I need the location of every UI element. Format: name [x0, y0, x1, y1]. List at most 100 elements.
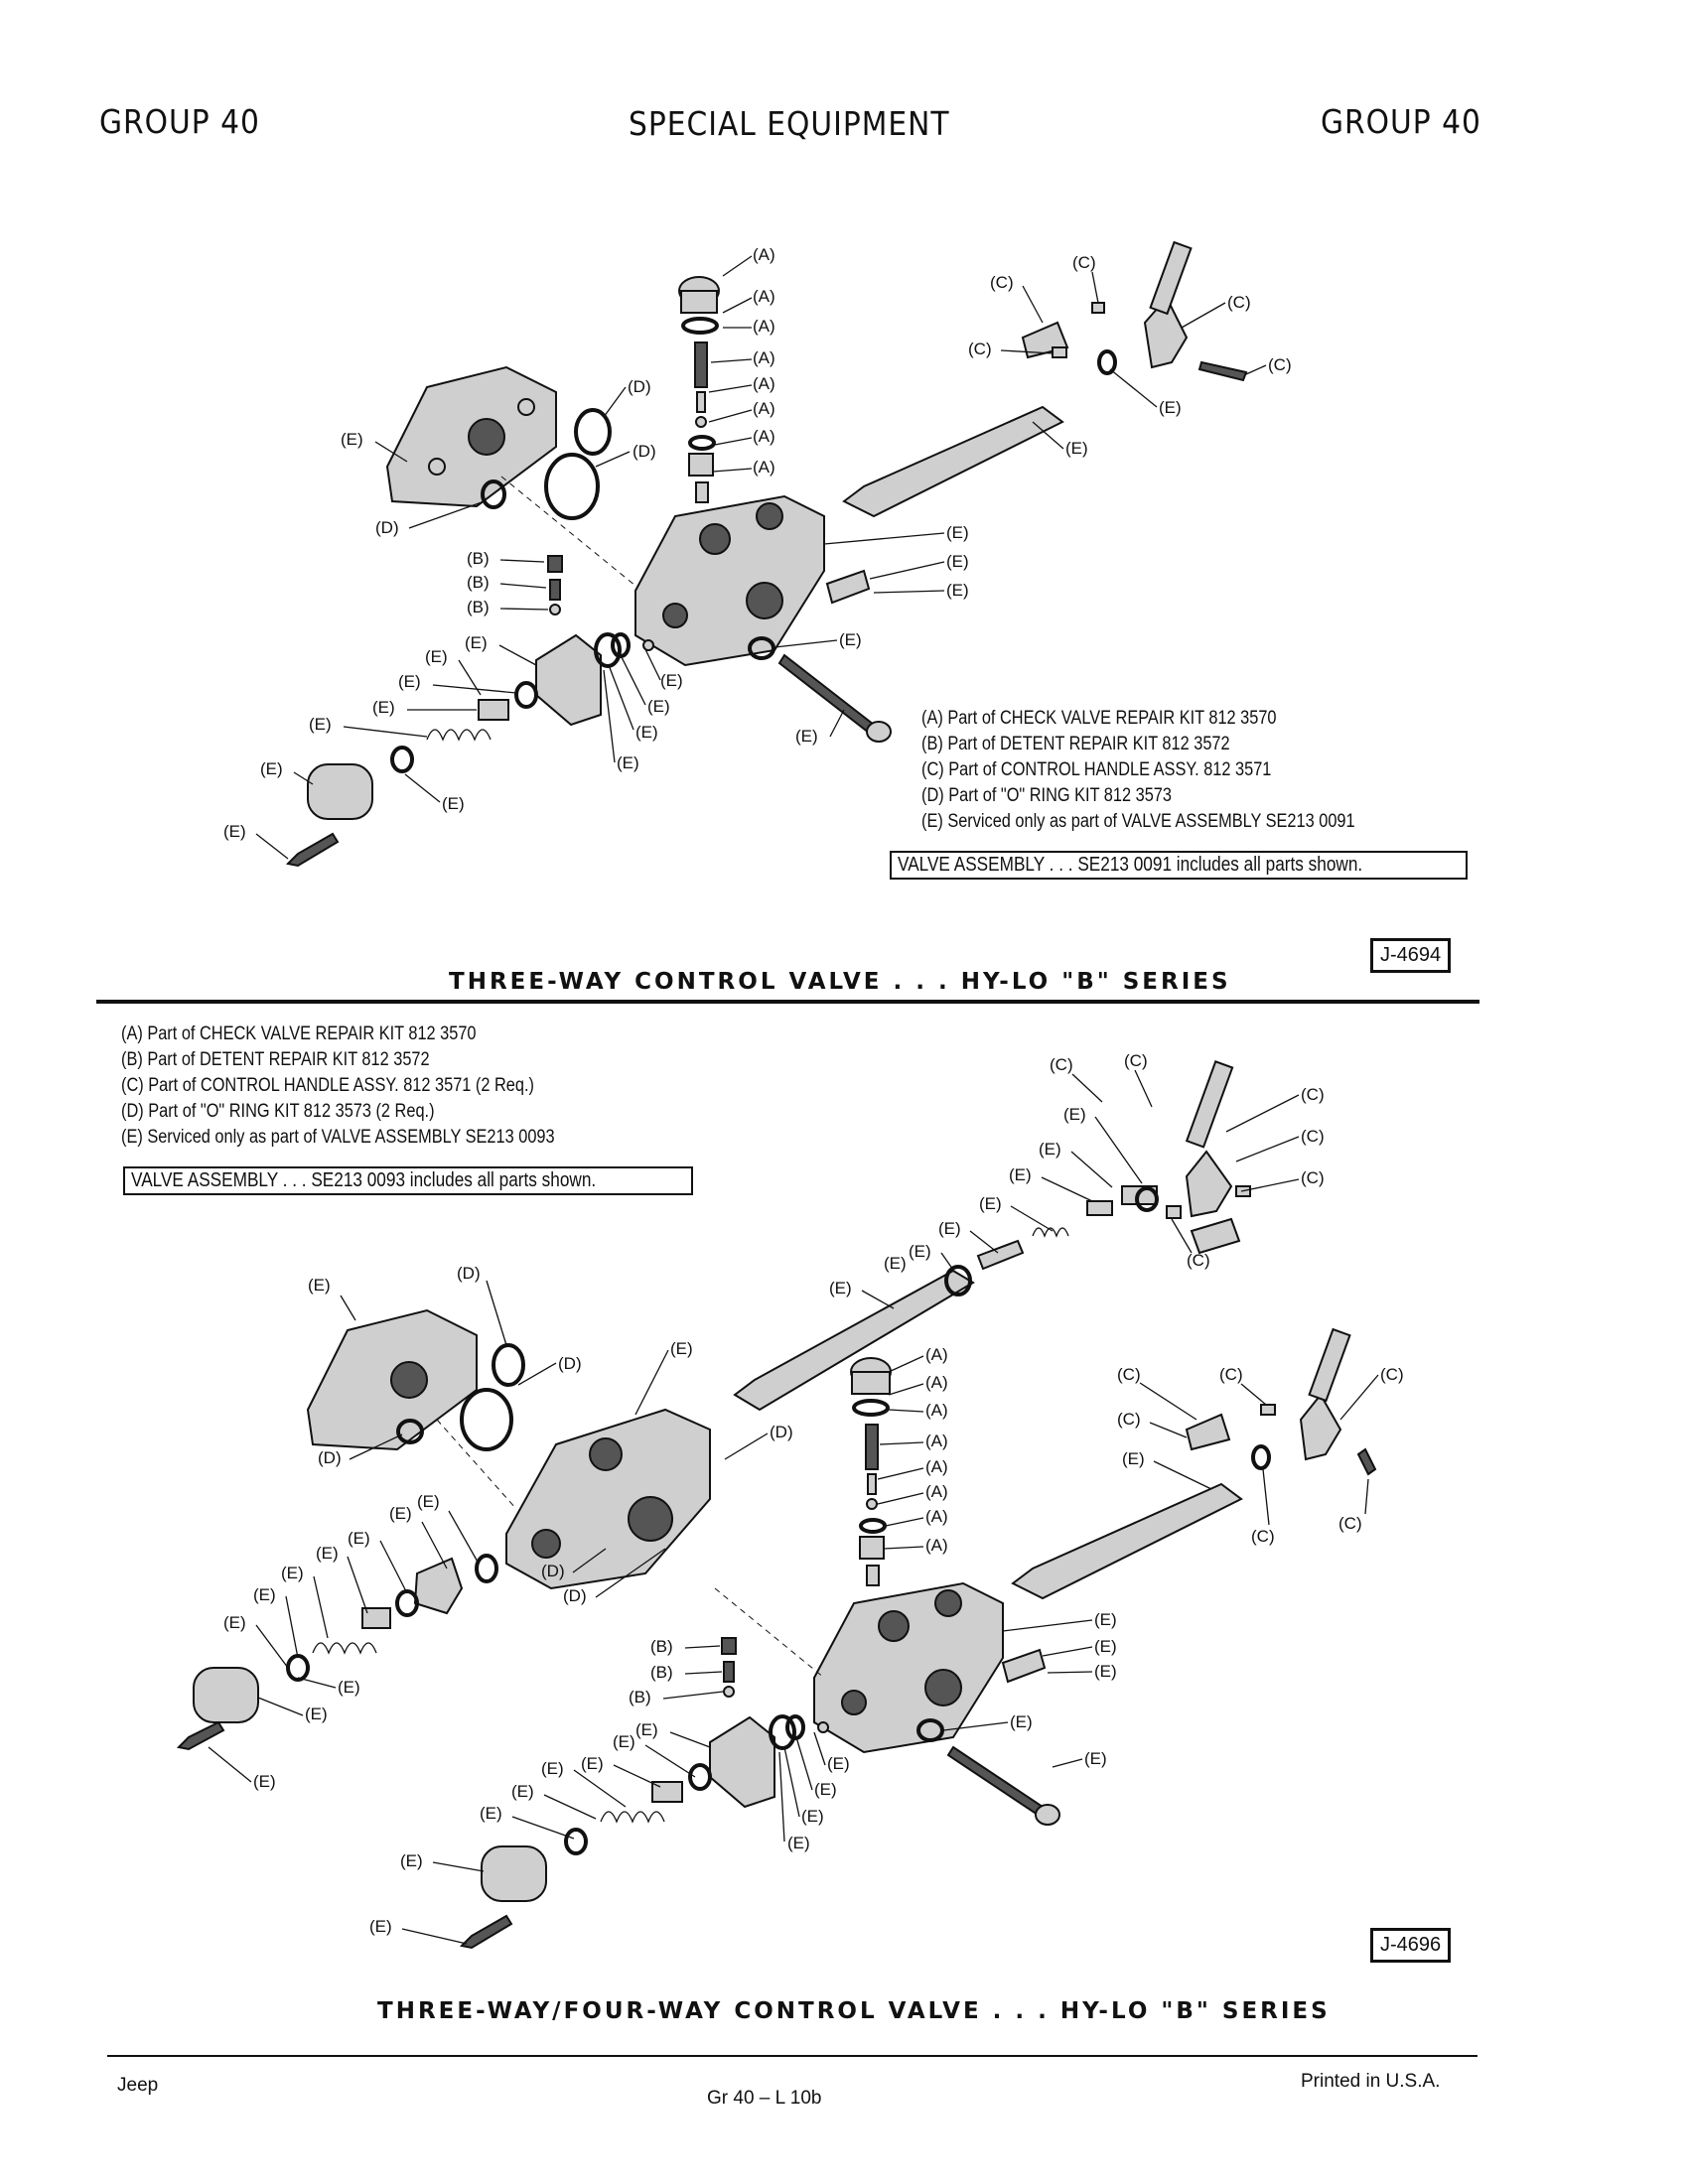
svg-text:(E): (E) [341, 430, 363, 449]
svg-text:(E): (E) [511, 1782, 534, 1801]
figure2-legend: (A) Part of CHECK VALVE REPAIR KIT 812 3… [121, 1022, 626, 1151]
svg-text:(B): (B) [650, 1663, 673, 1682]
legend-item-a: (A) Part of CHECK VALVE REPAIR KIT 812 3… [121, 1024, 477, 1044]
svg-text:(E): (E) [223, 822, 246, 841]
svg-text:(E): (E) [795, 727, 818, 746]
figure1-ref-badge: J-4694 [1370, 938, 1452, 973]
svg-text:(A): (A) [753, 287, 775, 306]
svg-text:(E): (E) [316, 1544, 339, 1563]
svg-text:(A): (A) [753, 348, 775, 367]
svg-text:(E): (E) [1094, 1610, 1117, 1629]
svg-text:(A): (A) [925, 1373, 948, 1392]
svg-text:(D): (D) [563, 1586, 587, 1605]
svg-text:(E): (E) [308, 1276, 331, 1295]
svg-text:(E): (E) [309, 715, 332, 734]
svg-text:(D): (D) [375, 518, 399, 537]
section-divider [96, 1000, 1479, 1004]
svg-text:(B): (B) [650, 1637, 673, 1656]
svg-text:(C): (C) [1117, 1365, 1141, 1384]
svg-text:(B): (B) [467, 549, 490, 568]
svg-text:(A): (A) [753, 374, 775, 393]
svg-text:(A): (A) [925, 1401, 948, 1420]
svg-text:(E): (E) [338, 1678, 360, 1697]
svg-text:(E): (E) [1065, 439, 1088, 458]
figure1-parts [285, 240, 1248, 868]
svg-text:(E): (E) [253, 1585, 276, 1604]
svg-text:(E): (E) [979, 1194, 1002, 1213]
svg-text:(C): (C) [1124, 1051, 1148, 1070]
figure1-caption: THREE-WAY CONTROL VALVE . . . HY-LO "B" … [449, 969, 1231, 995]
svg-text:(E): (E) [884, 1254, 907, 1273]
legend-item-e: (E) Serviced only as part of VALVE ASSEM… [121, 1127, 555, 1148]
svg-text:(E): (E) [465, 633, 488, 652]
svg-text:(B): (B) [467, 598, 490, 616]
legend-item-d: (D) Part of "O" RING KIT 812 3573 [921, 785, 1172, 806]
svg-text:(E): (E) [442, 794, 465, 813]
figure1-callouts: (A) (A) (A) (A) (A) (A) (A) (A) (D) (D) … [223, 245, 1292, 860]
figure2-caption: THREE-WAY/FOUR-WAY CONTROL VALVE . . . H… [377, 1998, 1331, 2024]
svg-text:(E): (E) [1122, 1449, 1145, 1468]
svg-text:(E): (E) [260, 759, 283, 778]
svg-text:(C): (C) [1301, 1168, 1325, 1187]
svg-text:(E): (E) [281, 1564, 304, 1582]
svg-text:(E): (E) [1009, 1165, 1032, 1184]
svg-text:(A): (A) [925, 1536, 948, 1555]
four-way-valve-body [505, 1408, 711, 1590]
svg-text:(A): (A) [753, 427, 775, 446]
footer-printed: Printed in U.S.A. [1301, 2071, 1441, 2092]
svg-text:(E): (E) [369, 1917, 392, 1936]
svg-text:(E): (E) [946, 552, 969, 571]
svg-text:(E): (E) [1159, 398, 1182, 417]
svg-text:(A): (A) [753, 399, 775, 418]
svg-text:(E): (E) [946, 523, 969, 542]
svg-text:(E): (E) [613, 1732, 635, 1751]
svg-text:(D): (D) [558, 1354, 582, 1373]
svg-text:(D): (D) [633, 442, 656, 461]
svg-text:(E): (E) [400, 1851, 423, 1870]
svg-text:(E): (E) [787, 1834, 810, 1852]
svg-text:(D): (D) [457, 1264, 481, 1283]
legend-item-e: (E) Serviced only as part of VALVE ASSEM… [921, 811, 1355, 832]
figure1-legend: (A) Part of CHECK VALVE REPAIR KIT 812 3… [921, 706, 1426, 835]
svg-text:(E): (E) [425, 647, 448, 666]
svg-text:(D): (D) [318, 1448, 342, 1467]
svg-text:(E): (E) [1084, 1749, 1107, 1768]
svg-text:(E): (E) [389, 1504, 412, 1523]
svg-text:(C): (C) [1338, 1514, 1362, 1533]
svg-text:(C): (C) [1380, 1365, 1404, 1384]
svg-text:(E): (E) [635, 723, 658, 742]
svg-text:(E): (E) [814, 1780, 837, 1799]
svg-text:(E): (E) [829, 1279, 852, 1297]
svg-text:(E): (E) [305, 1705, 328, 1723]
legend-item-a: (A) Part of CHECK VALVE REPAIR KIT 812 3… [921, 708, 1277, 729]
svg-text:(A): (A) [925, 1345, 948, 1364]
figure2-parts [176, 1060, 1377, 1950]
svg-text:(E): (E) [1094, 1637, 1117, 1656]
legend-item-c: (C) Part of CONTROL HANDLE ASSY. 812 357… [121, 1075, 534, 1096]
svg-text:(C): (C) [1117, 1410, 1141, 1429]
svg-text:(E): (E) [1063, 1105, 1086, 1124]
svg-text:(A): (A) [925, 1457, 948, 1476]
callout-a: (A) [753, 245, 775, 264]
figure2-assembly-note: VALVE ASSEMBLY . . . SE213 0093 includes… [123, 1166, 693, 1195]
svg-text:(C): (C) [1187, 1251, 1210, 1270]
svg-text:(C): (C) [1072, 253, 1096, 272]
svg-text:(E): (E) [617, 753, 639, 772]
legend-item-b: (B) Part of DETENT REPAIR KIT 812 3572 [921, 734, 1230, 754]
figure2-callouts: (C) (C) (C) (C) (C) (C) (E) (E) (E) (E) … [208, 1051, 1404, 1945]
svg-text:(E): (E) [660, 671, 683, 690]
figure2-ref-badge: J-4696 [1370, 1928, 1452, 1963]
svg-text:(C): (C) [1251, 1527, 1275, 1546]
svg-text:(D): (D) [628, 377, 651, 396]
svg-text:(E): (E) [647, 697, 670, 716]
svg-text:(C): (C) [1050, 1055, 1073, 1074]
svg-text:(E): (E) [938, 1219, 961, 1238]
svg-text:(C): (C) [1301, 1085, 1325, 1104]
svg-text:(E): (E) [541, 1759, 564, 1778]
svg-text:(E): (E) [253, 1772, 276, 1791]
header-left: GROUP 40 [99, 102, 260, 141]
svg-text:(C): (C) [968, 340, 992, 358]
legend-item-c: (C) Part of CONTROL HANDLE ASSY. 812 357… [921, 759, 1272, 780]
